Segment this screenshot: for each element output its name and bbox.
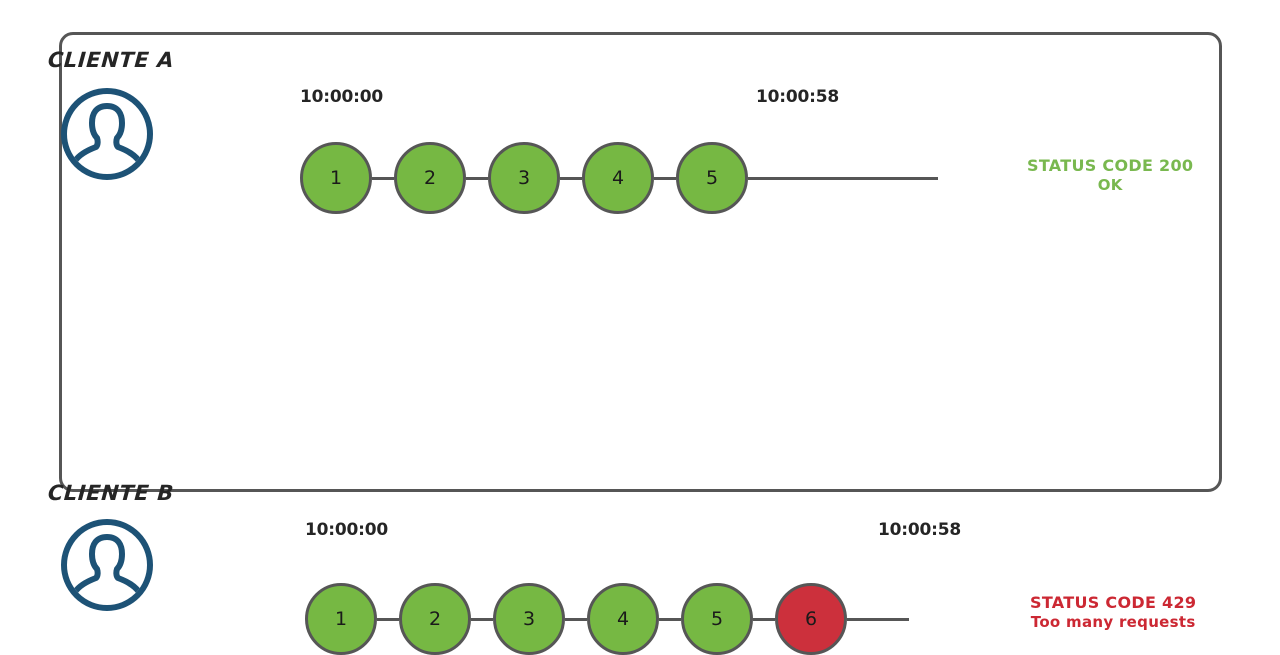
request-node-1[interactable]: 1 — [300, 142, 372, 214]
status-badge-b: STATUS CODE 429 Too many requests — [1030, 593, 1196, 632]
status-code-b: STATUS CODE 429 — [1030, 593, 1197, 612]
timestamp-start-a: 10:00:00 — [300, 87, 383, 107]
user-avatar-icon — [59, 86, 155, 182]
request-node-3[interactable]: 3 — [493, 583, 565, 655]
request-node-3[interactable]: 3 — [488, 142, 560, 214]
chain-connector — [654, 176, 676, 180]
chain-connector — [659, 617, 681, 621]
chain-connector — [753, 617, 775, 621]
timestamp-end-a: 10:00:58 — [756, 87, 839, 107]
chain-connector — [466, 176, 488, 180]
request-node-4[interactable]: 4 — [587, 583, 659, 655]
client-a-label: CLIENTE A — [47, 48, 176, 72]
chain-connector — [372, 176, 394, 180]
diagram-panel — [59, 32, 1222, 492]
status-message-a: OK — [1097, 176, 1123, 194]
chain-connector — [565, 617, 587, 621]
chain-connector — [377, 617, 399, 621]
request-node-1[interactable]: 1 — [305, 583, 377, 655]
request-node-5[interactable]: 5 — [681, 583, 753, 655]
timestamp-start-b: 10:00:00 — [305, 520, 388, 540]
status-message-b: Too many requests — [1030, 613, 1196, 631]
request-node-5[interactable]: 5 — [676, 142, 748, 214]
request-node-4[interactable]: 4 — [582, 142, 654, 214]
client-b-label: CLIENTE B — [47, 481, 175, 505]
timestamp-end-b: 10:00:58 — [878, 520, 961, 540]
request-node-2[interactable]: 2 — [399, 583, 471, 655]
user-avatar-icon — [59, 517, 155, 613]
status-badge-a: STATUS CODE 200 OK — [1027, 156, 1193, 195]
chain-tail-line — [847, 617, 909, 621]
chain-connector — [560, 176, 582, 180]
request-node-2[interactable]: 2 — [394, 142, 466, 214]
chain-tail-line — [748, 176, 938, 180]
chain-connector — [471, 617, 493, 621]
request-node-6[interactable]: 6 — [775, 583, 847, 655]
status-code-a: STATUS CODE 200 — [1027, 156, 1194, 175]
